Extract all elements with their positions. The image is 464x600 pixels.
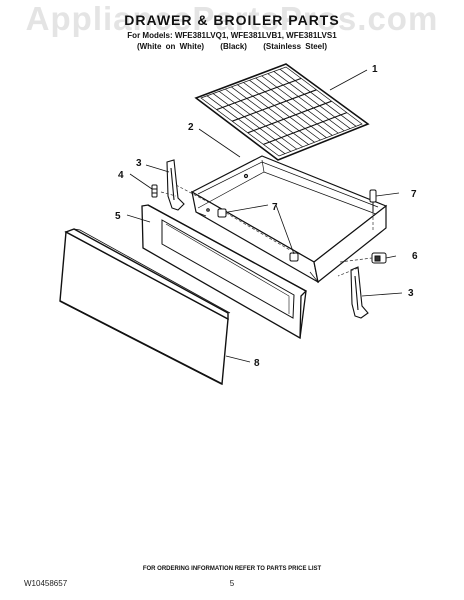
drawer-roller: [371, 252, 387, 264]
page-number: 5: [229, 579, 235, 588]
drawer-panel: [59, 228, 231, 386]
finish-stainless: (Stainless Steel): [263, 42, 328, 51]
drawer-slide-right: [350, 266, 369, 319]
document-number: W10458657: [24, 579, 68, 588]
assembly-lines: [160, 184, 374, 277]
drawer-slide-left: [166, 159, 185, 211]
finish-list: (White on White) (Black) (Stainless Stee…: [0, 42, 464, 51]
callout-fastener-center: 7: [272, 202, 278, 213]
broiler-rack: [194, 63, 370, 161]
model-list: For Models: WFE381LVQ1, WFE381LVB1, WFE3…: [127, 31, 337, 40]
callout-drawer-front: 5: [115, 211, 121, 222]
ordering-note: FOR ORDERING INFORMATION REFER TO PARTS …: [142, 566, 322, 572]
drawer-front: [141, 204, 308, 340]
callout-drawer-body: 2: [188, 122, 194, 133]
callout-roller: 6: [412, 251, 418, 262]
callout-slide-left: 3: [136, 158, 142, 169]
callout-screw: 4: [118, 170, 124, 181]
callout-rack: 1: [372, 64, 378, 75]
leader-lines: [126, 69, 403, 363]
page-title: DRAWER & BROILER PARTS: [124, 12, 340, 28]
finish-white: (White on White): [136, 42, 205, 51]
screw: [151, 184, 158, 198]
callout-fastener-right: 7: [411, 189, 417, 200]
callout-slide-right: 3: [408, 288, 414, 299]
finish-black: (Black): [220, 42, 247, 51]
callout-drawer-panel: 8: [254, 358, 260, 369]
